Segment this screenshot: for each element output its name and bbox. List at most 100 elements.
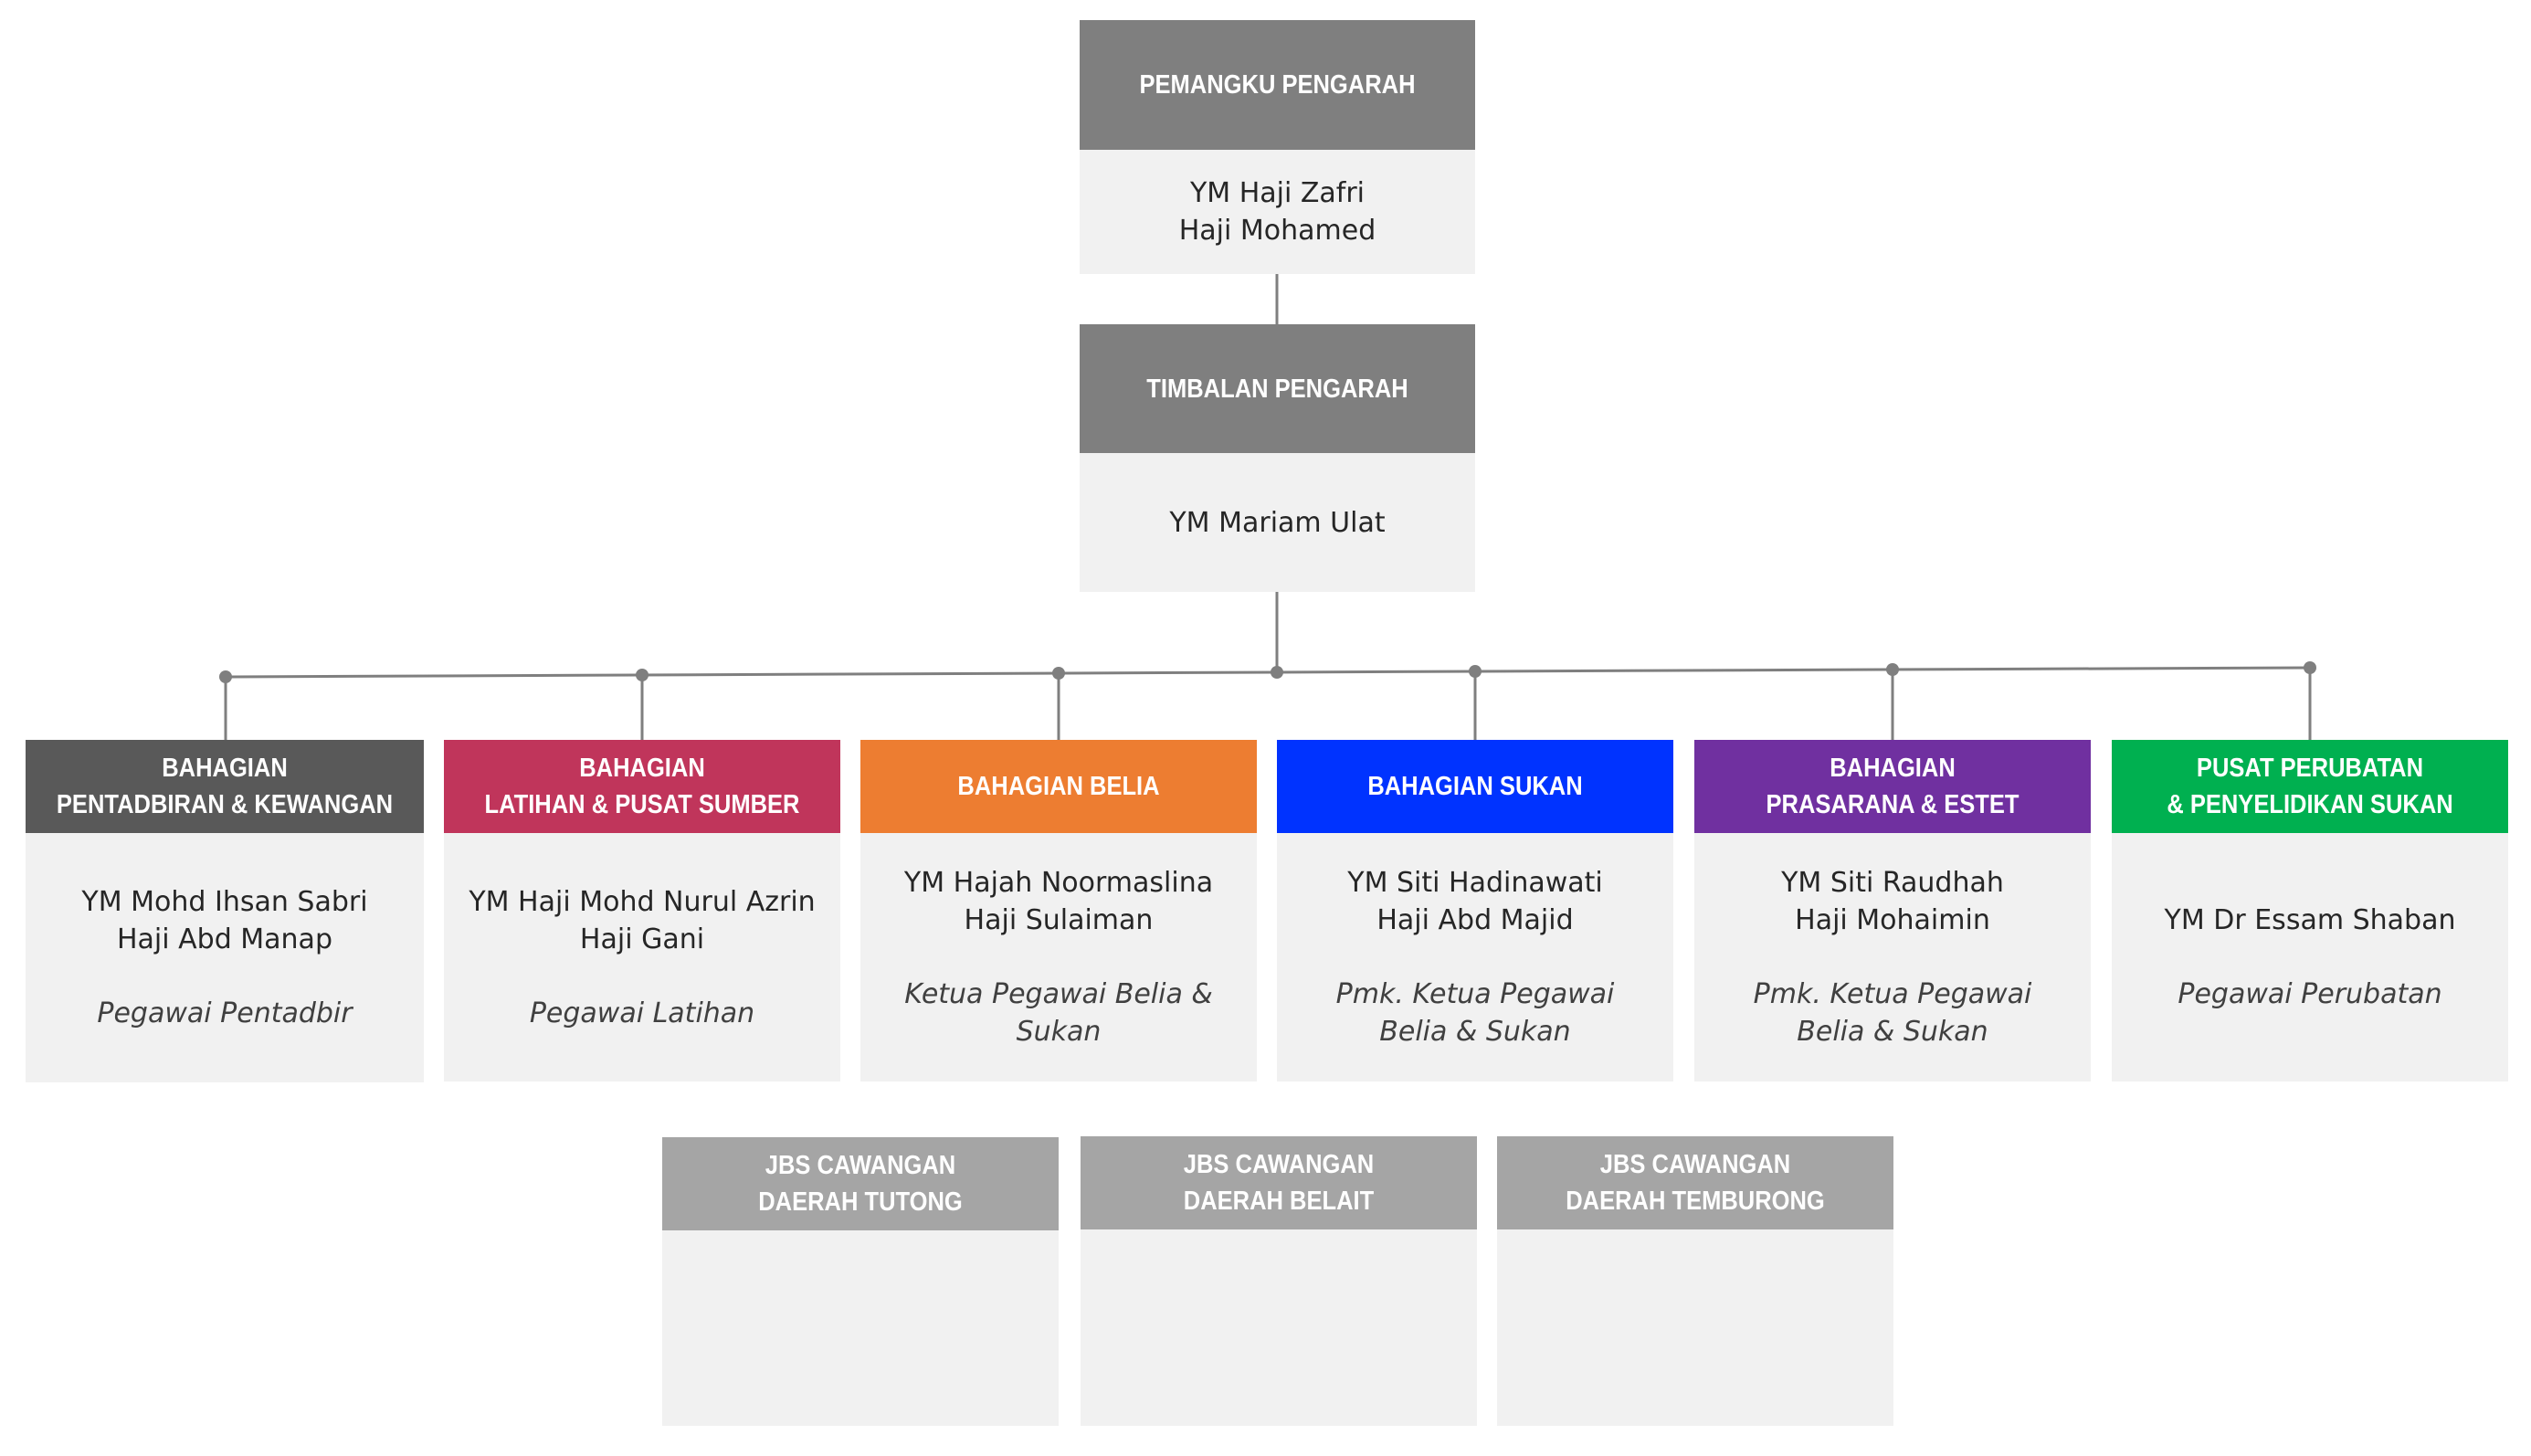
division-box-5-title-line-2: PRASARANA & ESTET	[1766, 790, 2020, 819]
director-box-person-name-line-1: YM Haji Zafri	[1189, 177, 1366, 209]
division-box-4-person-name-line-1: YM Siti Hadinawati	[1347, 867, 1603, 899]
division-box-3-title-line-1: BAHAGIAN BELIA	[957, 772, 1160, 801]
division-box-5-role-line-2: Belia & Sukan	[1797, 1016, 1988, 1048]
division-box-2-role-line-1: Pegawai Latihan	[529, 997, 755, 1029]
branch-box-2-title: JBS CAWANGAN DAERAH BELAIT	[1104, 1136, 1453, 1229]
branch-box-2-title-line-1: JBS CAWANGAN	[1183, 1150, 1375, 1179]
division-box-5-role-line-1: Pmk. Ketua Pegawai	[1753, 978, 2032, 1010]
division-box-6-title-line-2: & PENYELIDIKAN SUKAN	[2167, 790, 2453, 819]
division-box-1-person-name-line-1: YM Mohd Ihsan Sabri	[81, 886, 368, 918]
division-box-6-header-bar	[2112, 740, 2508, 833]
branch-box-1-header-bar	[662, 1137, 1059, 1230]
deputy-box-person-name-line-1: YM Mariam Ulat	[1169, 506, 1386, 539]
director-box-header-bar	[1080, 20, 1475, 150]
branch-box-2-header-bar	[1081, 1136, 1477, 1229]
division-box-2-person-name-line-2: Haji Gani	[579, 923, 705, 955]
division-box-6: PUSAT PERUBATAN & PENYELIDIKAN SUKAN YM Dr…	[2112, 740, 2508, 1081]
branch-box-3: JBS CAWANGAN DAERAH TEMBURONG	[1497, 1136, 1893, 1426]
director-box-person-name-line-2: Haji Mohamed	[1178, 215, 1376, 247]
director-box-title: PEMANGKU PENGARAH	[1103, 20, 1451, 150]
division-box-5: BAHAGIAN PRASARANA & ESTET YM Siti Raudhah…	[1694, 740, 2091, 1081]
division-box-6-role: Pegawai Perubatan	[2178, 976, 2441, 1013]
division-box-3-title: BAHAGIAN BELIA	[884, 740, 1233, 833]
connector-junction-dot	[1271, 666, 1283, 679]
deputy-box-body: YM Mariam Ulat	[1080, 453, 1475, 592]
division-box-5-person-name-line-1: YM Siti Raudhah	[1781, 867, 2004, 899]
division-box-4-person-name-line-2: Haji Abd Majid	[1376, 904, 1574, 936]
branch-box-3-title-line-1: JBS CAWANGAN	[1599, 1150, 1791, 1179]
division-box-6-role-line-1: Pegawai Perubatan	[2178, 978, 2442, 1010]
division-box-2-title-line-2: LATIHAN & PUSAT SUMBER	[484, 790, 800, 819]
division-box-6-title-line-1: PUSAT PERUBATAN	[2196, 754, 2424, 783]
division-box-3-person-name-line-1: YM Hajah Noormaslina	[903, 867, 1214, 899]
division-box-2-role: Pegawai Latihan	[530, 995, 754, 1032]
division-box-4-title: BAHAGIAN SUKAN	[1301, 740, 1650, 833]
division-box-5-title-line-1: BAHAGIAN	[1830, 754, 1956, 783]
division-box-6-person-name-line-1: YM Dr Essam Shaban	[2164, 904, 2456, 936]
director-box-title-line-1: PEMANGKU PENGARAH	[1139, 70, 1416, 100]
deputy-box-header-bar	[1080, 324, 1475, 453]
deputy-box-person-name: YM Mariam Ulat	[1169, 504, 1385, 542]
division-box-5-person-name-line-2: Haji Mohaimin	[1795, 904, 1990, 936]
division-box-4-role-line-1: Pmk. Ketua Pegawai	[1335, 978, 1615, 1010]
division-box-5-title: BAHAGIAN PRASARANA & ESTET	[1718, 740, 2067, 833]
connector-dot-4	[1469, 665, 1482, 679]
division-box-5-header-bar	[1694, 740, 2091, 833]
division-box-2-title-line-1: BAHAGIAN	[579, 754, 705, 783]
connector-dot-1	[219, 670, 232, 683]
division-box-4-header-bar	[1277, 740, 1673, 833]
division-box-1-title-line-2: PENTADBIRAN & KEWANGAN	[56, 790, 394, 819]
division-box-4-role-line-2: Belia & Sukan	[1379, 1016, 1571, 1048]
division-box-3-role-line-1: Ketua Pegawai Belia &	[904, 978, 1213, 1010]
division-box-4-title-line-1: BAHAGIAN SUKAN	[1367, 772, 1583, 801]
connector-dot-2	[636, 669, 649, 682]
division-box-1-role-line-1: Pegawai Pentadbir	[97, 997, 353, 1029]
division-box-2: BAHAGIAN LATIHAN & PUSAT SUMBER YM Haji Mo…	[444, 740, 840, 1081]
connector-dot-3	[1052, 667, 1065, 681]
division-box-1-role: Pegawai Pentadbir	[97, 995, 352, 1032]
division-box-1-header-bar	[26, 740, 424, 833]
division-box-3-person-name-line-2: Haji Sulaiman	[964, 904, 1154, 936]
division-box-1-person-name-line-2: Haji Abd Manap	[116, 923, 332, 955]
connector-dot-5	[1886, 663, 1899, 677]
division-box-6-title: PUSAT PERUBATAN & PENYELIDIKAN SUKAN	[2136, 740, 2484, 833]
branch-box-1-title-line-2: DAERAH TUTONG	[758, 1187, 963, 1217]
connector-bus	[225, 666, 2311, 679]
connector-dot-6	[2304, 661, 2316, 674]
branch-box-3-title: JBS CAWANGAN DAERAH TEMBURONG	[1521, 1136, 1870, 1229]
division-box-6-person-name: YM Dr Essam Shaban	[2165, 902, 2456, 939]
division-box-2-person-name-line-1: YM Haji Mohd Nurul Azrin	[469, 885, 816, 918]
division-box-2-header-bar	[444, 740, 840, 833]
branch-box-1: JBS CAWANGAN DAERAH TUTONG	[662, 1137, 1059, 1426]
deputy-box-title-line-1: TIMBALAN PENGARAH	[1146, 374, 1408, 404]
division-box-3-role: Ketua Pegawai Belia &Sukan	[904, 976, 1213, 1050]
deputy-box: TIMBALAN PENGARAH YM Mariam Ulat	[1080, 324, 1475, 592]
branch-box-3-title-line-2: DAERAH TEMBURONG	[1566, 1187, 1825, 1216]
branch-box-3-header-bar	[1497, 1136, 1893, 1229]
branch-box-2-title-line-2: DAERAH BELAIT	[1183, 1187, 1375, 1216]
division-box-2-title: BAHAGIAN LATIHAN & PUSAT SUMBER	[468, 740, 817, 833]
deputy-box-title: TIMBALAN PENGARAH	[1103, 324, 1451, 453]
branch-box-1-title-line-1: JBS CAWANGAN	[765, 1151, 956, 1180]
